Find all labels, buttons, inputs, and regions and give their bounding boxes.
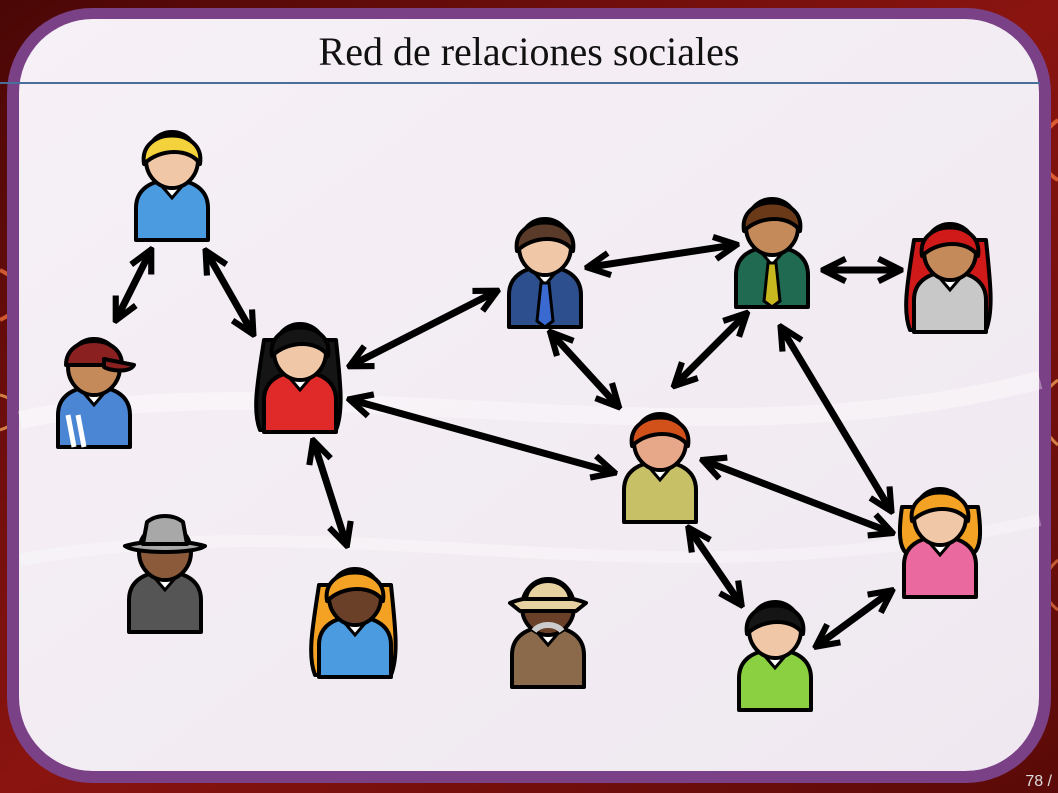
red-hair-woman-person-long-hair-icon [904,222,993,334]
businessman-green-person-tie-icon [734,197,810,309]
arrow-businessman-blue-businessman-green [590,245,734,267]
cap-boy-person-cap-icon [56,337,136,449]
arrow-businessman-blue-redhead-man [552,334,617,405]
green-shirt-boy-person-icon [737,600,813,712]
page-number: 78 / [1025,773,1052,790]
arrow-black-hair-woman-businessman-blue [352,292,495,365]
safari-hat-man-person-safari-hat-icon [508,577,588,689]
arrow-blonde-man-cap-boy [117,252,150,318]
arrow-green-shirt-boy-orange-hair-woman [818,592,890,645]
businessman-blue-person-tie-icon [507,217,583,329]
black-hair-woman-person-long-hair-icon [254,322,343,434]
arrow-blonde-man-black-hair-woman [207,253,252,332]
arrow-redhead-man-green-shirt-boy [690,530,740,603]
arrow-black-hair-woman-blonde-woman [314,443,346,543]
blonde-woman-person-long-hair-icon [309,567,398,679]
arrow-businessman-green-redhead-man [676,315,745,384]
arrow-redhead-man-orange-hair-woman [705,461,890,532]
blonde-man-person-icon [134,130,210,242]
people-layer [56,130,993,712]
gray-hat-man-person-fedora-icon [123,514,207,634]
orange-hair-woman-person-bob-hair-icon [897,487,983,599]
redhead-man-person-icon [622,412,698,524]
arrow-black-hair-woman-redhead-man [352,400,612,472]
connection-arrows [117,245,898,645]
slide-title: Red de relaciones sociales [318,29,740,74]
